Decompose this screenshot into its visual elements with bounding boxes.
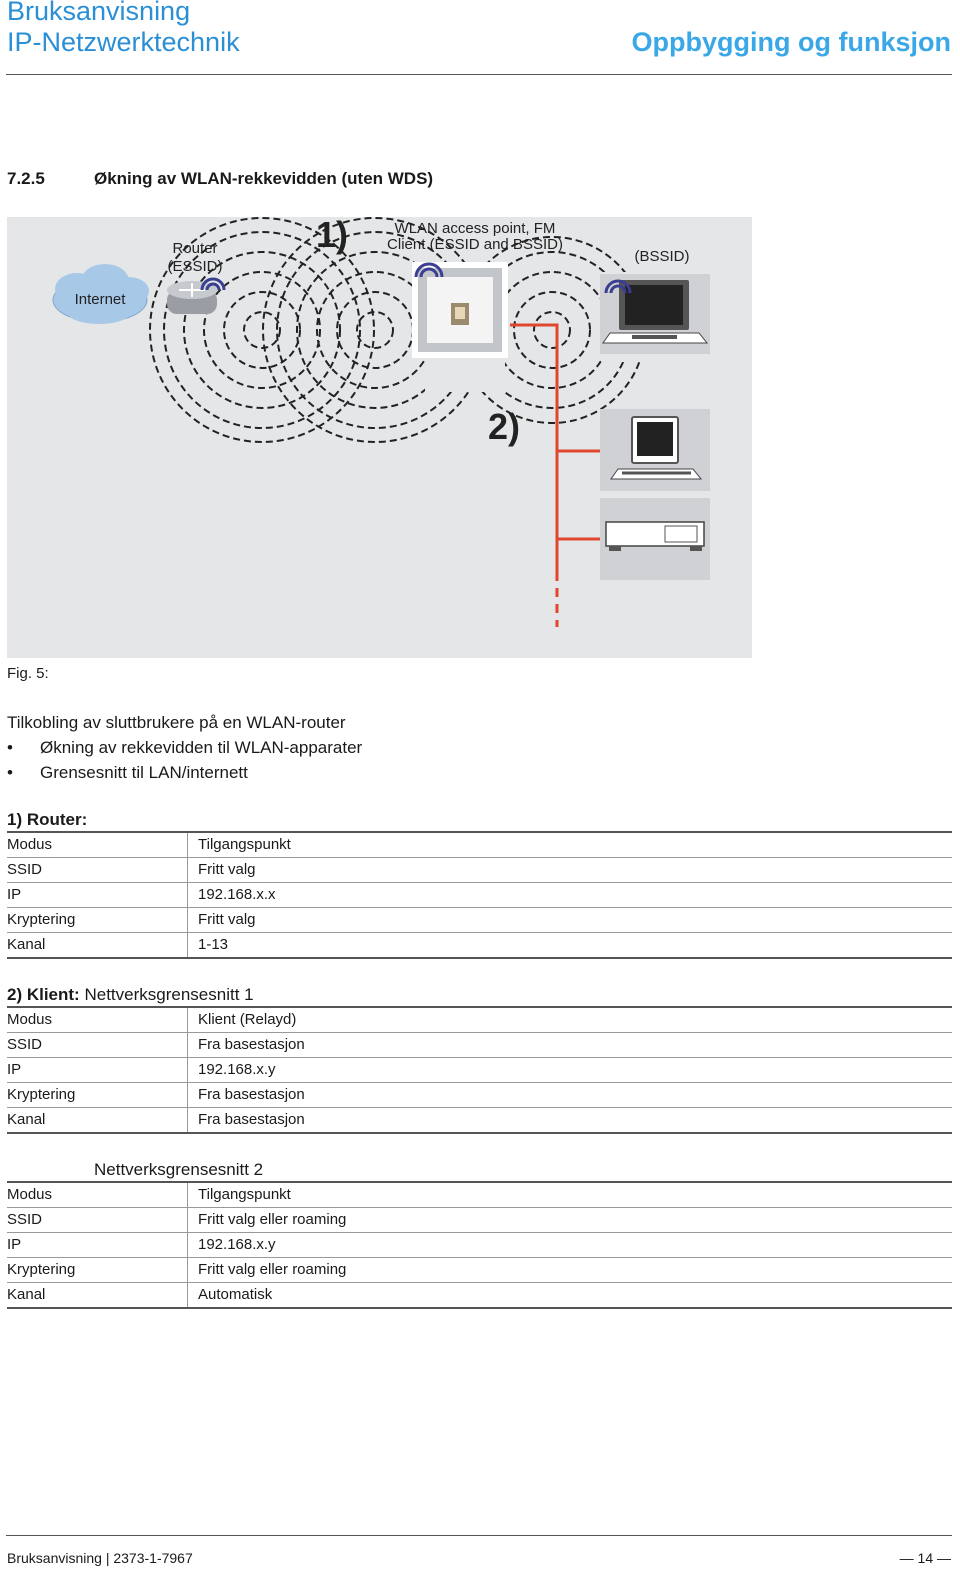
footer-divider <box>6 1535 952 1536</box>
table-title: Nettverksgrensesnitt 2 <box>7 1159 952 1181</box>
intro-line: Tilkobling av sluttbrukere på en WLAN-ro… <box>7 713 346 732</box>
setting-key: Kanal <box>7 932 188 958</box>
setting-value: Fritt valg <box>187 907 952 933</box>
access-point-label-line-1: WLAN access point, FM <box>395 220 556 237</box>
setting-key: IP <box>7 1057 188 1083</box>
setting-key: IP <box>7 882 188 908</box>
setting-value: Fra basestasjon <box>187 1032 952 1058</box>
table-title: 2) Klient: Nettverksgrensesnitt 1 <box>7 984 952 1006</box>
setting-key: Kanal <box>7 1107 188 1133</box>
setting-key: Modus <box>7 1182 188 1208</box>
table-title-bold: 2) Klient: <box>7 985 80 1004</box>
network-diagram: Internet Router (ESSID) 1) WLAN access p… <box>7 217 752 658</box>
setting-key: IP <box>7 1232 188 1258</box>
bullet-text: Økning av rekkevidden til WLAN-apparater <box>40 738 363 757</box>
setting-key: SSID <box>7 1032 188 1058</box>
laptop-icon <box>600 274 710 354</box>
setting-value: Fritt valg eller roaming <box>187 1257 952 1283</box>
label-two: 2) <box>488 406 520 447</box>
bullet-dot: • <box>7 763 13 782</box>
setting-key: Kryptering <box>7 1082 188 1108</box>
setting-key: Modus <box>7 1007 188 1033</box>
table-row: Modus Klient (Relayd) <box>7 1007 952 1033</box>
router-label-line-1: Router <box>172 240 217 257</box>
intro-text: Tilkobling av sluttbrukere på en WLAN-ro… <box>7 710 362 785</box>
page-number: — 14 — <box>899 1550 951 1566</box>
setting-key: Modus <box>7 832 188 858</box>
setting-value: Fra basestasjon <box>187 1107 952 1133</box>
label-one: 1) <box>316 217 348 255</box>
setting-value: 192.168.x.x <box>187 882 952 908</box>
section-number: 7.2.5 <box>7 169 45 188</box>
bullet-item: • Grensesnitt til LAN/internett <box>7 760 362 785</box>
header-divider <box>6 74 952 75</box>
router-wifi-icon <box>200 277 226 291</box>
figure-caption: Fig. 5: <box>7 665 49 682</box>
setting-value: Fra basestasjon <box>187 1082 952 1108</box>
access-point-label-line-2: Client (ESSID and BSSID) <box>387 236 563 253</box>
setting-value: Fritt valg <box>187 857 952 883</box>
bullet-item: • Økning av rekkevidden til WLAN-apparate… <box>7 735 362 760</box>
setting-value: Klient (Relayd) <box>198 1011 297 1028</box>
setting-value: Automatisk <box>187 1282 952 1308</box>
section-title: Økning av WLAN-rekkevidden (uten WDS) <box>94 169 434 188</box>
bullet-dot: • <box>7 738 13 757</box>
setting-key: SSID <box>7 857 188 883</box>
desktop-computer-icon <box>600 409 710 491</box>
setting-value: Tilgangspunkt <box>198 836 291 853</box>
signal-rings-router <box>149 217 375 443</box>
setting-key: SSID <box>7 1207 188 1233</box>
table-row: Modus Tilgangspunkt <box>7 1182 952 1208</box>
router-label-line-2: (ESSID) <box>167 258 222 275</box>
table-subtitle: Nettverksgrensesnitt 1 <box>84 985 254 1004</box>
setting-key: Kryptering <box>7 907 188 933</box>
section-heading: 7.2.5 Økning av WLAN-rekkevidden (uten WD… <box>7 169 433 189</box>
setting-value: 1-13 <box>187 932 952 958</box>
table-subtitle: Nettverksgrensesnitt 2 <box>94 1160 264 1179</box>
internet-label: Internet <box>75 291 127 308</box>
setting-key: Kryptering <box>7 1257 188 1283</box>
laptop-wifi-icon <box>604 279 632 294</box>
title-line-1: Bruksanvisning <box>7 0 191 26</box>
lan-cable <box>510 323 600 627</box>
client-interface-2-table: Nettverksgrensesnitt 2 Modus Tilgangspunk… <box>7 1159 952 1309</box>
network-box-icon <box>600 498 710 580</box>
bssid-label: (BSSID) <box>634 248 689 265</box>
setting-value: 192.168.x.y <box>187 1057 952 1083</box>
table-title: 1) Router: <box>7 809 952 831</box>
title-line-2: IP-Netzwerktechnik <box>7 27 240 57</box>
footer-document-id: Bruksanvisning | 2373-1-7967 <box>7 1550 193 1566</box>
table-title-bold: 1) Router: <box>7 810 88 829</box>
chapter-title: Oppbygging og funksjon <box>631 27 951 57</box>
bullet-text: Grensesnitt til LAN/internett <box>40 763 248 782</box>
access-point-wifi-icon <box>414 262 444 278</box>
setting-value: Fritt valg eller roaming <box>187 1207 952 1233</box>
document-title: Bruksanvisning IP-Netzwerktechnik <box>7 0 240 58</box>
setting-value: 192.168.x.y <box>187 1232 952 1258</box>
internet-cloud-icon: Internet <box>52 264 149 324</box>
setting-value: Tilgangspunkt <box>198 1186 291 1203</box>
setting-key: Kanal <box>7 1282 188 1308</box>
access-point-icon <box>412 262 508 358</box>
table-row: Modus Tilgangspunkt <box>7 832 952 858</box>
